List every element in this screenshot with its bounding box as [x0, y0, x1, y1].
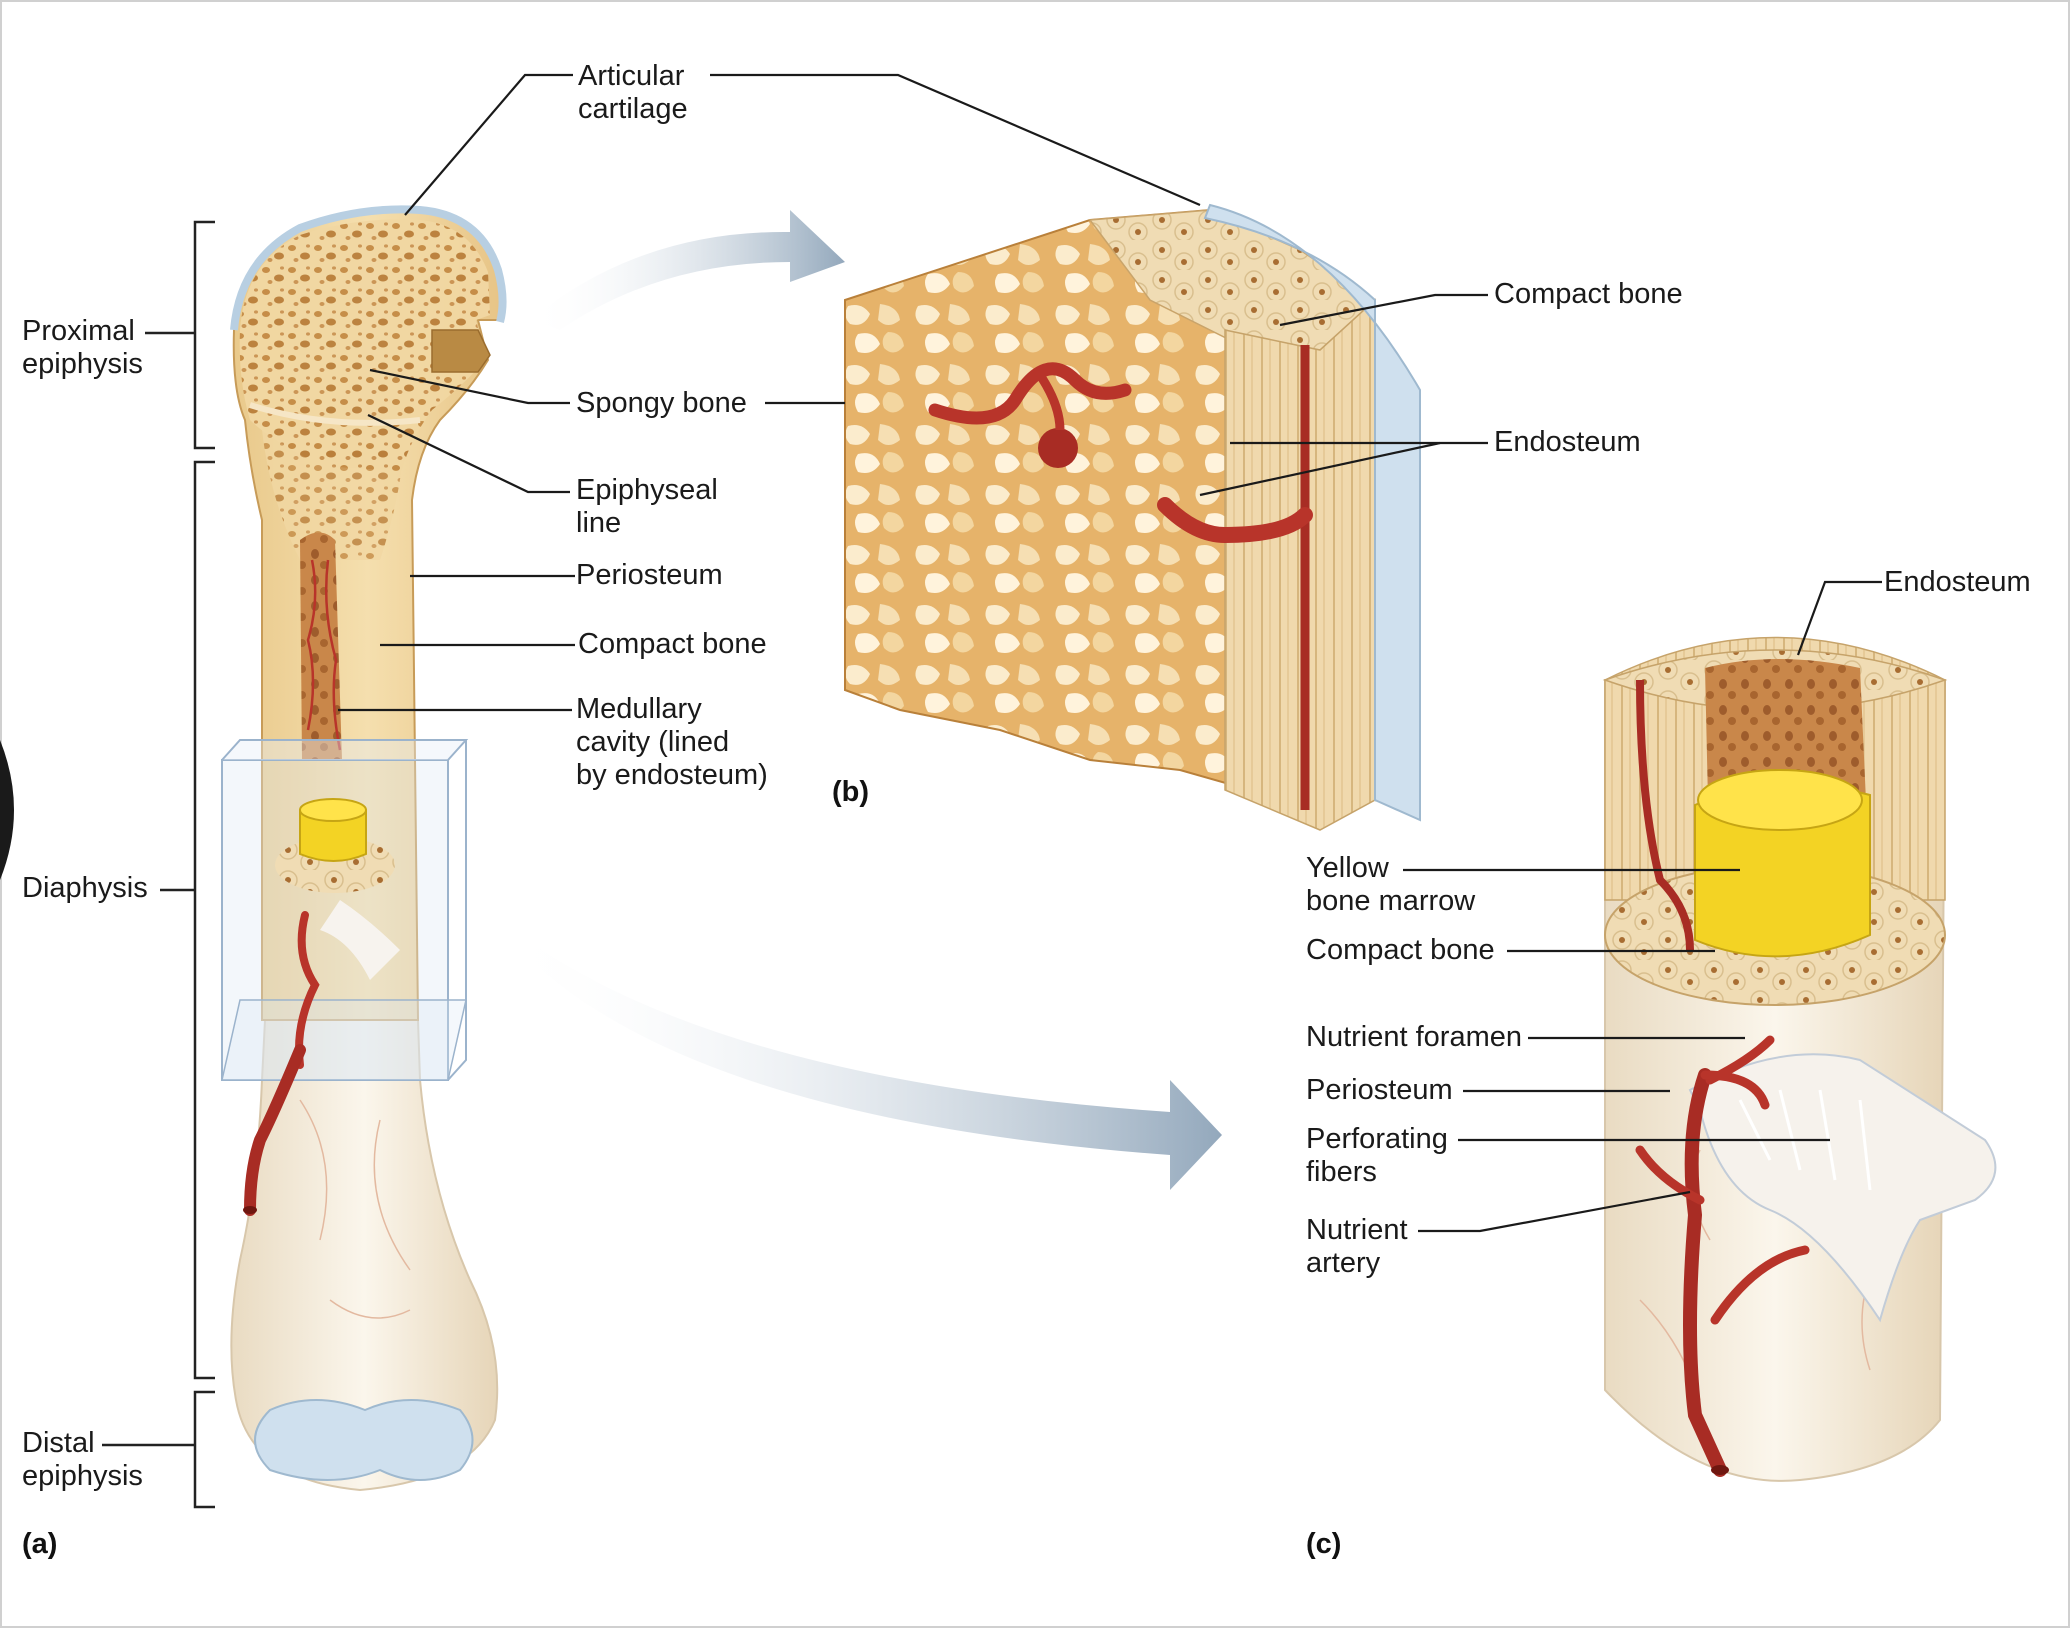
label-endosteum-b: Endosteum	[1494, 426, 1641, 458]
label-endosteum-c: Endosteum	[1884, 566, 2031, 598]
label-compact-bone-c: Compact bone	[1306, 934, 1495, 966]
label-spongy-bone: Spongy bone	[576, 387, 747, 419]
dark-edge-shape	[0, 740, 14, 880]
section-box	[221, 739, 469, 1081]
leader-lines	[338, 73, 1882, 1233]
diaphysis-section	[1602, 636, 1997, 1482]
label-periosteum-a: Periosteum	[576, 559, 723, 591]
label-compact-bone-a: Compact bone	[578, 628, 767, 660]
zoom-arrow-b	[530, 210, 845, 330]
region-brackets	[102, 220, 215, 1509]
spongy-bone-block	[844, 203, 1421, 831]
label-nutrient-foramen: Nutrient foramen	[1306, 1021, 1522, 1053]
long-bone	[102, 205, 507, 1509]
label-compact-bone-b: Compact bone	[1494, 278, 1683, 310]
panel-label-c: (c)	[1306, 1528, 1342, 1560]
label-diaphysis: Diaphysis	[22, 872, 148, 904]
panel-label-a: (a)	[22, 1528, 58, 1560]
label-periosteum-c: Periosteum	[1306, 1074, 1453, 1106]
zoom-arrow-c	[500, 920, 1222, 1190]
panel-label-b: (b)	[832, 776, 870, 808]
